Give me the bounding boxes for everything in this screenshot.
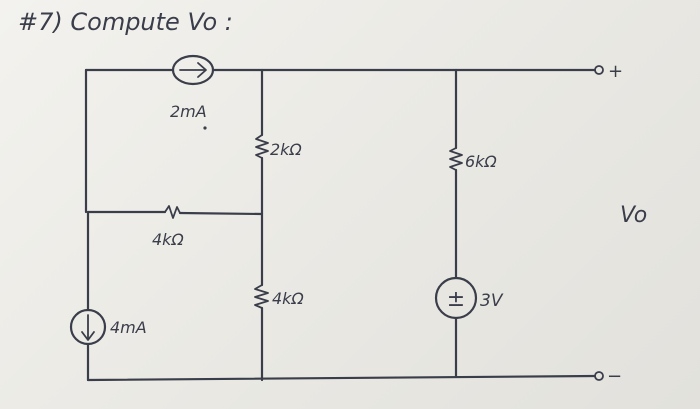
output-minus: − (607, 366, 622, 387)
resistor-4k-horizontal-label: 4kΩ (152, 230, 184, 249)
dot-mark (203, 126, 207, 130)
voltage-source-3v: ± (434, 276, 478, 320)
voltage-source-circle-icon (434, 276, 478, 320)
source-left-label: 4mA (110, 318, 147, 337)
resistor-6k-label: 6kΩ (465, 152, 497, 171)
plus-minus-icon: ± (447, 287, 465, 312)
resistor-4k-horizontal-zigzag-icon (164, 205, 181, 219)
terminal-plus-icon (594, 65, 604, 75)
resistor-4k-vertical-zigzag-icon (254, 284, 269, 309)
arrow-down-icon (81, 314, 95, 341)
resistor-4k-vertical-label: 4kΩ (272, 289, 304, 308)
problem-title: #7) Compute Vo : (18, 8, 233, 36)
current-source-2ma (171, 54, 215, 86)
bottom-wire (86, 374, 597, 382)
voltage-source-label: 3V (480, 291, 504, 311)
current-source-circle-icon (171, 54, 215, 86)
resistor-2k-zigzag-icon (255, 134, 269, 159)
resistor-6k-zigzag-icon (449, 147, 463, 171)
output-label: Vo (620, 203, 647, 228)
resistor-2k-label: 2kΩ (270, 140, 302, 159)
current-source-circle-icon (69, 308, 107, 346)
source-top-label: 2mA (170, 102, 207, 121)
arrow-right-icon (179, 62, 207, 78)
middle-branch-wire (86, 210, 264, 216)
terminal-minus-icon (594, 371, 604, 381)
output-plus: + (608, 61, 623, 82)
current-source-4ma (69, 308, 107, 346)
